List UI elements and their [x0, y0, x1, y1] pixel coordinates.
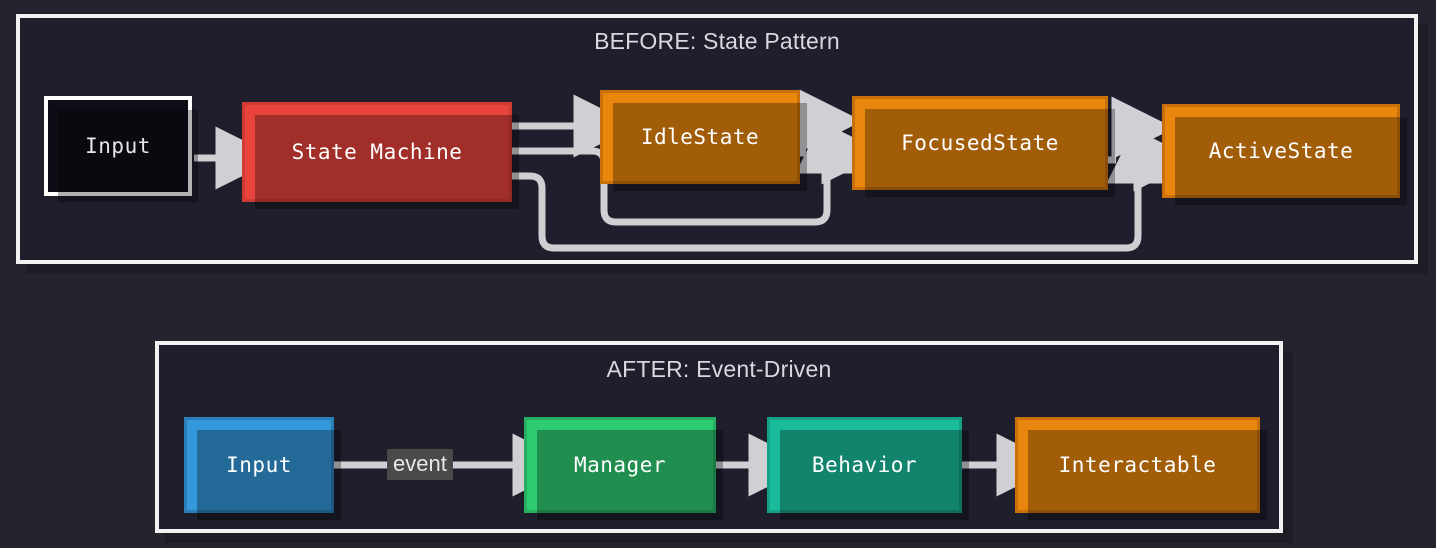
edge-label-event: event: [387, 449, 453, 480]
node-label: ActiveState: [1208, 139, 1354, 163]
node-label: IdleState: [640, 125, 760, 149]
panel-after-event-driven: AFTER: Event-Driven event Input Manager …: [155, 341, 1283, 533]
node-behavior[interactable]: Behavior: [767, 417, 969, 520]
panel-before-state-pattern: BEFORE: State Pattern: [16, 14, 1418, 264]
panel-after-title: AFTER: Event-Driven: [606, 356, 832, 382]
node-label: Input: [85, 134, 151, 158]
node-manager[interactable]: Manager: [524, 417, 723, 520]
node-state-machine[interactable]: State Machine: [242, 102, 519, 209]
node-label: Manager: [573, 453, 666, 477]
edge-focusedstate-activestate-pair: [1108, 96, 1197, 192]
node-input-after[interactable]: Input: [184, 417, 341, 520]
node-focusedstate[interactable]: FocusedState: [852, 96, 1115, 197]
node-label: State Machine: [291, 140, 463, 164]
node-input-before[interactable]: Input: [44, 96, 198, 202]
node-label: Input: [226, 453, 292, 477]
panel-before-title: BEFORE: State Pattern: [594, 28, 840, 54]
node-label: Interactable: [1058, 453, 1217, 477]
node-interactable[interactable]: Interactable: [1015, 417, 1267, 520]
node-label: FocusedState: [901, 131, 1059, 155]
node-label: Behavior: [811, 453, 918, 477]
node-idlestate[interactable]: IdleState: [600, 90, 807, 191]
node-activestate[interactable]: ActiveState: [1162, 104, 1407, 205]
